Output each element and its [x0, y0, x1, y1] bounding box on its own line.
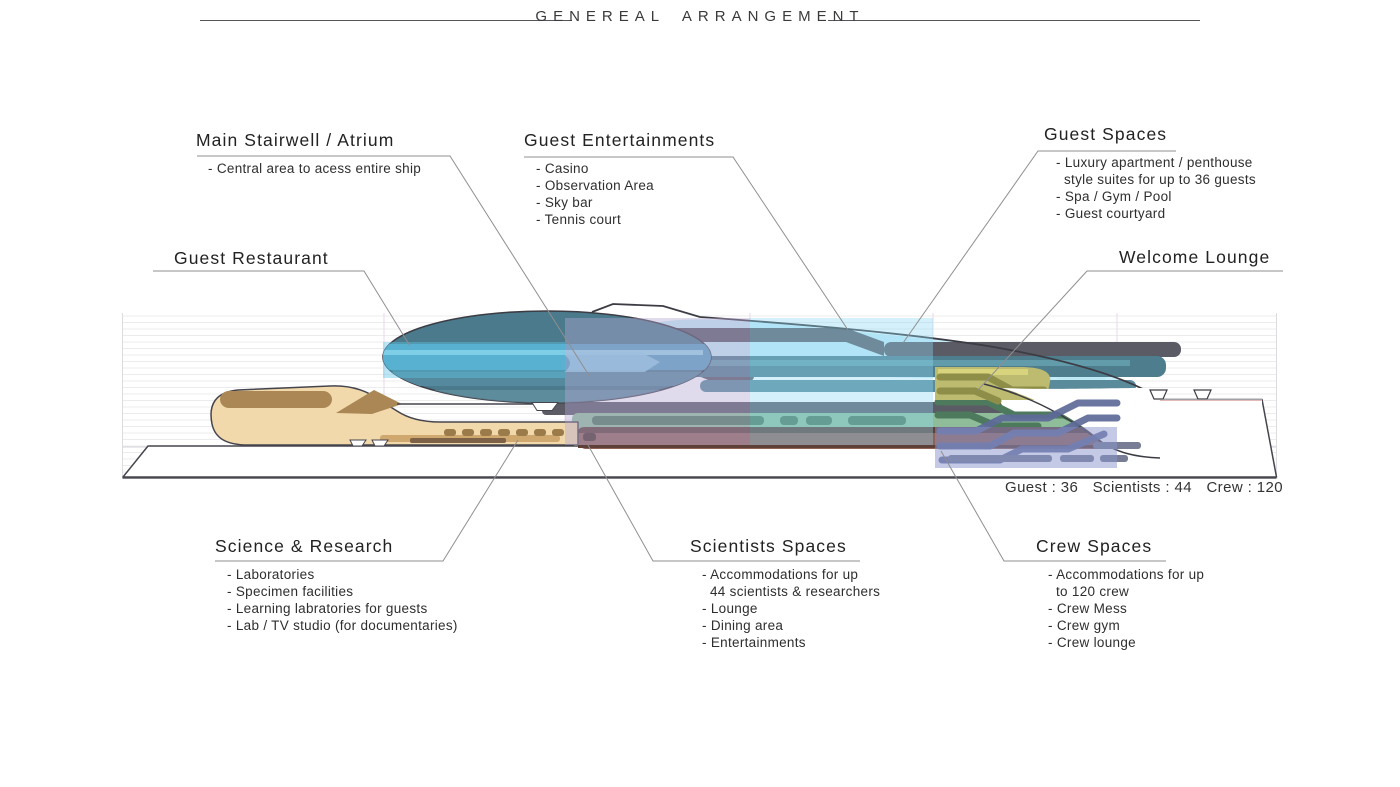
crew-spaces-overlay [935, 427, 1117, 468]
callout-item: - Specimen facilities [227, 584, 354, 599]
callout-item: to 120 crew [1056, 584, 1130, 599]
callout-title: Scientists Spaces [690, 536, 847, 556]
stern-strut [1149, 389, 1168, 400]
green-deck-windows [592, 416, 906, 425]
callout-item: - Spa / Gym / Pool [1056, 189, 1172, 204]
callout-guest-entertainments: Guest Entertainments - Casino - Observat… [524, 130, 715, 228]
callout-item: - Central area to acess entire ship [208, 161, 422, 176]
stern-strut [1193, 389, 1212, 400]
capacity-stats: Guest : 36 Scientists : 44 Crew : 120 [1005, 479, 1283, 496]
callout-item: - Accommodations for up [702, 567, 859, 582]
callout-item: - Laboratories [227, 567, 315, 582]
teal-deck-highlight [650, 360, 1130, 366]
leader-science-research [215, 439, 519, 562]
callout-title: Welcome Lounge [1119, 247, 1271, 267]
atrium-section-overlay [565, 318, 750, 445]
callout-item: - Accommodations for up [1048, 567, 1205, 582]
maroon-deck-bottom-edge [578, 445, 1104, 448]
callout-item: - Lab / TV studio (for documentaries) [227, 618, 458, 633]
callout-item: - Luxury apartment / penthouse [1056, 155, 1253, 170]
callout-title: Science & Research [215, 536, 394, 556]
science-pod-cap [220, 391, 332, 408]
restaurant-highlight-overlay [383, 342, 565, 378]
leader-guest-restaurant [153, 270, 411, 347]
stat-crew: Crew : 120 [1206, 479, 1283, 496]
maroon-porthole [583, 433, 596, 441]
stat-guests: Guest : 36 [1005, 479, 1079, 496]
callout-item: - Crew lounge [1048, 635, 1136, 650]
hull-notch [349, 439, 367, 447]
science-pod-wedge [336, 390, 402, 414]
callout-item: - Crew Mess [1048, 601, 1128, 616]
callout-item: - Lounge [702, 601, 758, 616]
callout-main-stairwell: Main Stairwell / Atrium - Central area t… [196, 130, 421, 177]
leader-crew-spaces [940, 450, 1166, 562]
callout-guest-restaurant: Guest Restaurant [174, 248, 329, 269]
callout-item: 44 scientists & researchers [710, 584, 881, 599]
callout-welcome-lounge: Welcome Lounge [1119, 247, 1270, 268]
header-rule-right [828, 20, 1200, 21]
stat-scientists: Scientists : 44 [1092, 479, 1193, 496]
entertainment-section-overlay [750, 318, 933, 445]
callout-item: - Entertainments [702, 635, 806, 650]
science-pod-keel-dark [410, 438, 506, 443]
leader-guest-entertainments [524, 156, 849, 331]
hull-notch [371, 439, 389, 447]
header-rule-left [200, 20, 572, 21]
callout-scientists-spaces: Scientists Spaces - Accommodations for u… [690, 536, 880, 651]
leader-lines [153, 150, 1283, 562]
callout-item: - Guest courtyard [1056, 206, 1166, 221]
callout-science-research: Science & Research - Laboratories - Spec… [215, 536, 458, 634]
leader-welcome-lounge [977, 270, 1283, 391]
callout-guest-spaces: Guest Spaces - Luxury apartment / pentho… [1044, 124, 1256, 222]
leader-scientists-spaces [587, 444, 860, 562]
welcome-lounge-highlight [938, 369, 1028, 375]
callout-item: - Crew gym [1048, 618, 1121, 633]
callout-item: - Casino [536, 161, 589, 176]
page-title: GENEREAL ARRANGEMENT [535, 8, 865, 25]
hull-notch [531, 402, 559, 411]
callout-item: - Observation Area [536, 178, 654, 193]
callout-item: - Learning labratories for guests [227, 601, 428, 616]
leader-main-stairwell [197, 155, 591, 378]
callout-item: - Dining area [702, 618, 784, 633]
callout-item: - Tennis court [536, 212, 621, 227]
callout-title: Guest Spaces [1044, 124, 1168, 144]
portholes [444, 429, 564, 436]
leader-guest-spaces [902, 150, 1176, 344]
callout-title: Guest Entertainments [524, 130, 716, 150]
top-hull-outline [591, 303, 1144, 390]
callout-item: - Sky bar [536, 195, 593, 210]
callout-title: Crew Spaces [1036, 536, 1153, 556]
callout-item: style suites for up to 36 guests [1064, 172, 1256, 187]
callout-title: Main Stairwell / Atrium [196, 130, 395, 150]
callout-crew-spaces: Crew Spaces - Accommodations for up to 1… [1036, 536, 1204, 651]
callout-title: Guest Restaurant [174, 248, 329, 268]
